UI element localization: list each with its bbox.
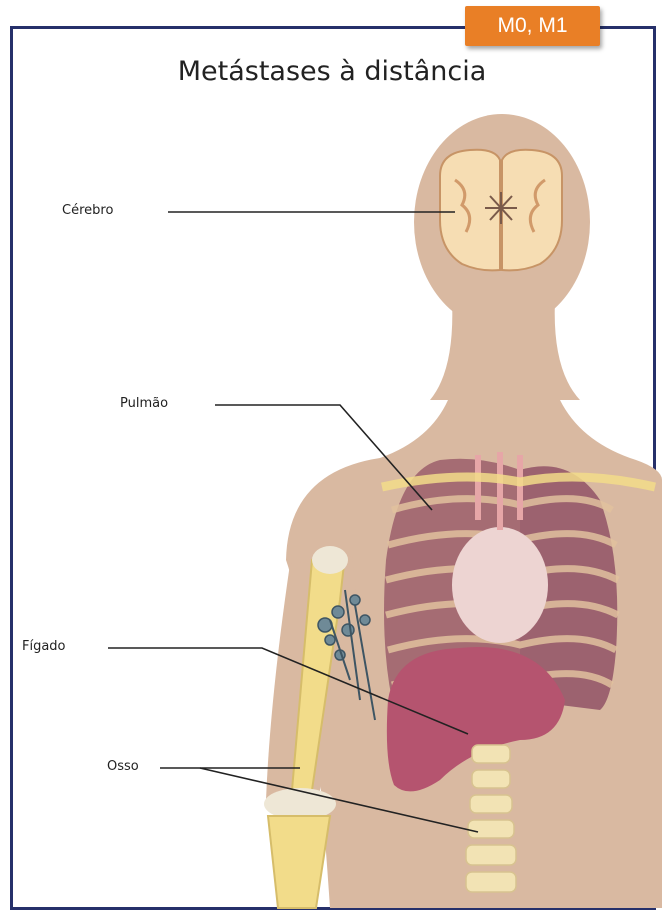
label-bone: Osso	[107, 759, 139, 774]
label-brain: Cérebro	[62, 203, 113, 218]
label-lung: Pulmão	[120, 396, 168, 411]
label-liver: Fígado	[22, 639, 66, 654]
neck-shape	[430, 300, 580, 400]
diagram-title: Metástases à distância	[0, 56, 664, 87]
stage-badge: M0, M1	[465, 6, 600, 46]
brain-section	[440, 150, 562, 271]
heart-shape	[452, 527, 548, 643]
